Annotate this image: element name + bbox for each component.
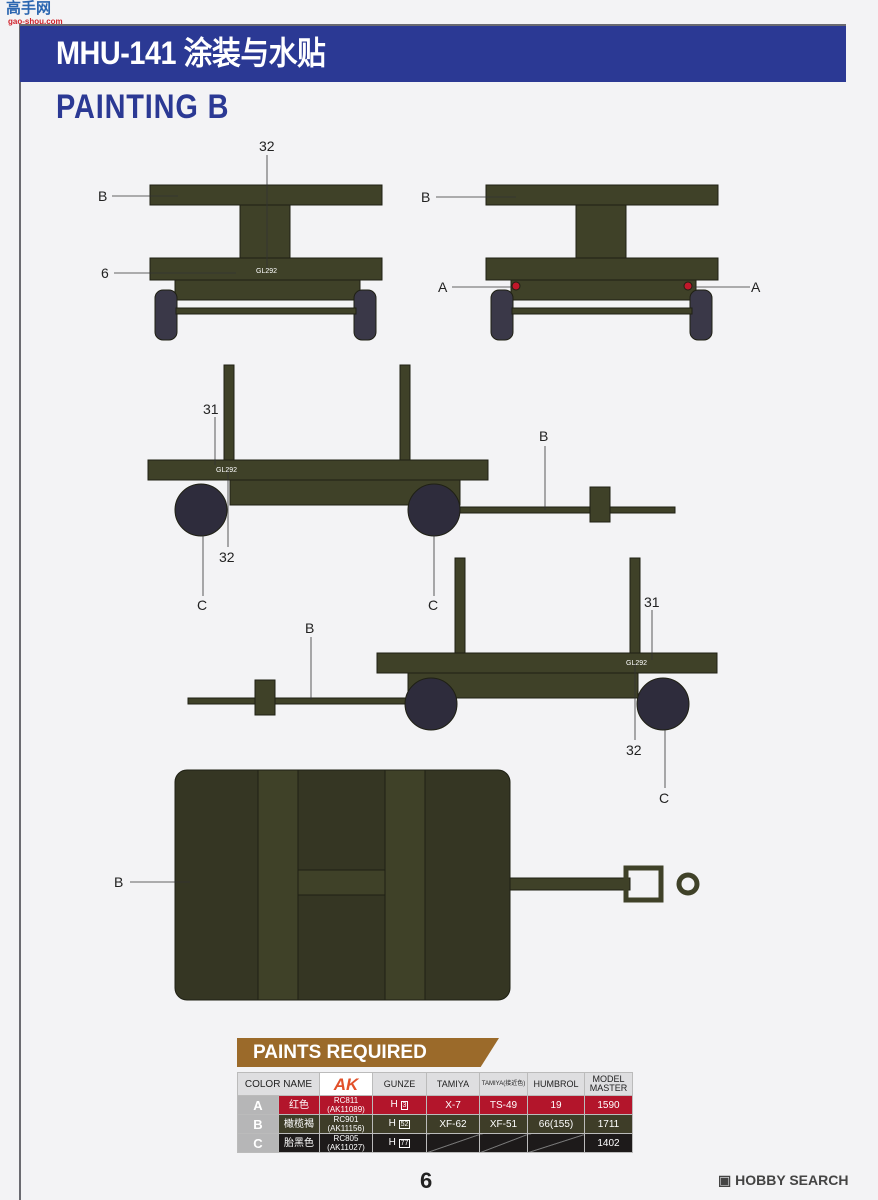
callout-decal-32: 32	[259, 138, 275, 154]
callout-paint-b: B	[114, 874, 123, 890]
plate-text: GL292	[256, 268, 277, 275]
col-model-master: MODEL MASTER	[584, 1072, 633, 1096]
callout-decal-31: 31	[203, 401, 219, 417]
page-title: MHU-141 涂装与水贴	[56, 35, 326, 71]
page-number: 6	[420, 1168, 433, 1193]
table-row: B 橄榄褐 RC901(AK11156) H 52 XF-62 XF-51 66…	[237, 1114, 633, 1134]
callout-paint-c: C	[659, 790, 669, 806]
tamiya-alt-code-empty	[479, 1133, 528, 1153]
trailer-front-view-2	[485, 184, 719, 341]
callout-paint-c: C	[197, 597, 207, 613]
painting-subtitle: PAINTING B	[56, 88, 230, 126]
table-row: C 胎黑色 RC805(AK11027) H 77 1402	[237, 1133, 633, 1153]
callout-decal-31: 31	[644, 594, 660, 610]
callout-paint-b: B	[305, 620, 314, 636]
callout-decal-32: 32	[219, 549, 235, 565]
color-name: 橄榄褐	[278, 1114, 320, 1134]
ak-code: RC805(AK11027)	[319, 1133, 373, 1153]
callout-decal-6: 6	[101, 265, 109, 281]
gunze-code: H 3	[372, 1095, 427, 1115]
ak-code-sub: (AK11156)	[327, 1124, 365, 1133]
hobby-search-watermark: ▣ HOBBY SEARCH	[718, 1172, 849, 1188]
model-master-code: 1711	[584, 1114, 633, 1134]
model-master-code: 1590	[584, 1095, 633, 1115]
gunze-number: 3	[400, 1101, 409, 1110]
ak-code-text: RC901	[333, 1115, 359, 1124]
col-ak-logo: AK	[319, 1072, 373, 1096]
col-humbrol: HUMBROL	[527, 1072, 585, 1096]
watermark-text: HOBBY SEARCH	[735, 1172, 849, 1188]
color-letter: A	[237, 1095, 279, 1115]
humbrol-code: 19	[527, 1095, 585, 1115]
color-letter: C	[237, 1133, 279, 1153]
ak-code-sub: (AK11089)	[327, 1105, 365, 1114]
gunze-prefix: H	[390, 1099, 398, 1110]
gunze-prefix: H	[388, 1137, 396, 1148]
page-border	[19, 24, 21, 1200]
gunze-code: H 77	[372, 1133, 427, 1153]
ak-code-sub: (AK11027)	[327, 1143, 365, 1152]
callout-decal-32: 32	[626, 742, 642, 758]
ak-code: RC811(AK11089)	[319, 1095, 373, 1115]
gunze-number: 77	[398, 1139, 411, 1148]
humbrol-code-empty	[527, 1133, 585, 1153]
gunze-number: 52	[398, 1120, 411, 1129]
col-tamiya: TAMIYA	[426, 1072, 480, 1096]
plate-text: GL292	[626, 660, 647, 667]
painting-diagrams: 32 B 6 GL292 B A A 31 GL292 B 32 C C 31 …	[98, 138, 761, 1001]
trailer-side-view-2	[187, 557, 718, 731]
paints-required-banner: PAINTS REQUIRED	[237, 1038, 499, 1067]
paints-title: PAINTS REQUIRED	[253, 1042, 427, 1063]
gunze-prefix: H	[388, 1118, 396, 1129]
ak-code-text: RC805	[333, 1134, 359, 1143]
ak-code-text: RC811	[333, 1096, 359, 1105]
table-row: A 红色 RC811(AK11089) H 3 X-7 TS-49 19 159…	[237, 1095, 633, 1115]
callout-paint-a-left: A	[438, 279, 448, 295]
logo-url: gao-shou.com	[8, 17, 63, 26]
trailer-front-view-1	[149, 184, 383, 341]
tamiya-alt-code: XF-51	[479, 1114, 528, 1134]
header-bar: MHU-141 涂装与水贴	[20, 24, 846, 82]
tamiya-alt-code: TS-49	[479, 1095, 528, 1115]
gunze-code: H 52	[372, 1114, 427, 1134]
tamiya-code: XF-62	[426, 1114, 480, 1134]
site-watermark-logo: 高手网 gao-shou.com	[6, 1, 86, 27]
color-name: 胎黑色	[278, 1133, 320, 1153]
paints-table: COLOR NAME AK GUNZE TAMIYA TAMIYA(接近色) H…	[237, 1072, 633, 1153]
table-header-row: COLOR NAME AK GUNZE TAMIYA TAMIYA(接近色) H…	[237, 1072, 633, 1096]
callout-paint-b: B	[539, 428, 548, 444]
ak-code: RC901(AK11156)	[319, 1114, 373, 1134]
col-tamiya-alt: TAMIYA(接近色)	[479, 1072, 528, 1096]
color-name: 红色	[278, 1095, 320, 1115]
callout-paint-b: B	[98, 188, 107, 204]
humbrol-code: 66(155)	[527, 1114, 585, 1134]
model-master-code: 1402	[584, 1133, 633, 1153]
col-color-name: COLOR NAME	[237, 1072, 320, 1096]
callout-paint-c: C	[428, 597, 438, 613]
callout-paint-b: B	[421, 189, 430, 205]
tamiya-code: X-7	[426, 1095, 480, 1115]
color-letter: B	[237, 1114, 279, 1134]
trailer-top-view	[174, 769, 700, 1001]
plate-text: GL292	[216, 467, 237, 474]
trailer-side-view-1	[147, 364, 676, 537]
tamiya-code-empty	[426, 1133, 480, 1153]
logo-text: 高手网	[6, 0, 52, 17]
callout-paint-a-right: A	[751, 279, 761, 295]
col-gunze: GUNZE	[372, 1072, 427, 1096]
